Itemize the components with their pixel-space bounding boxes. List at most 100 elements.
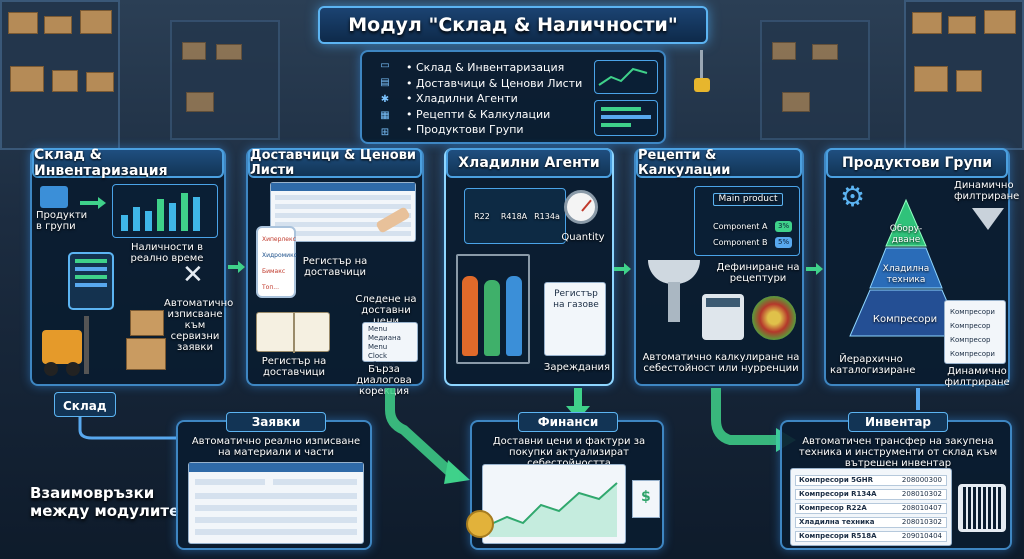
arrow-icon: [806, 263, 823, 275]
barcode-scanner-icon: [958, 484, 1006, 532]
menu-option[interactable]: Menu: [368, 343, 388, 351]
menu-option[interactable]: Menu: [368, 325, 388, 333]
menu-list: • Склад & Инвентаризация • Доставчици & …: [406, 60, 582, 138]
cylinder-icon: [462, 276, 478, 356]
gas-register-label: Регистър на газове: [553, 289, 599, 310]
panel-recepti: Рецепти & Калкулации Main product Compon…: [634, 148, 804, 386]
menu-item-hladilni[interactable]: • Хладилни Агенти: [406, 92, 518, 105]
charging-label: Зареждания: [543, 362, 611, 373]
panel-dostavchici-title: Доставчици & Ценови Листи: [248, 148, 422, 178]
vendor-chip: Хиперлекс: [262, 236, 296, 243]
menu-option[interactable]: Медиана: [368, 334, 401, 342]
menu-icon-column: ▭ ▤ ✱ ▦ ⊞: [370, 60, 400, 138]
vendor-chip: Топ...: [262, 284, 279, 291]
menu-item-produktovi[interactable]: • Продуктови Групи: [406, 123, 524, 136]
panel-sklad: Склад & Инвентаризация Продукти в групи …: [30, 147, 233, 386]
invoice-icon: $: [632, 480, 660, 518]
stock-label: Наличности в реално време: [130, 242, 204, 264]
folder-icon: ▭: [380, 60, 390, 71]
forklift-icon: [36, 316, 106, 378]
arrow-icon: [228, 261, 245, 273]
menu-bars: [594, 100, 658, 136]
title-text: Модул "Склад & Наличности": [348, 14, 678, 36]
panel-dostavchici: Доставчици & Ценови Листи Хиперлекс Хидр…: [246, 148, 424, 397]
price-tracking-label: Следене на доставни цени: [355, 294, 417, 327]
folder-icon: [40, 186, 68, 208]
funnel-icon: [648, 260, 700, 330]
hier-label: Йерархично каталогизиране: [830, 354, 916, 376]
panel-hladilni: Хладилни Агенти R22 R418A R134a Quantity…: [444, 148, 614, 386]
pyramid-mid: [869, 247, 943, 289]
zayavki-form: [188, 462, 364, 544]
panel-produktovi: Продуктови Групи ⚙ Динамично филтриране …: [824, 148, 1020, 388]
quick-correction-label: Бърза диалогова корекция: [356, 364, 412, 397]
products-label: Продукти в групи: [36, 210, 88, 232]
gas-monitor: R22 R418A R134a: [464, 188, 566, 244]
inventar-box: Инвентар Автоматичен трансфер на закупен…: [780, 412, 1012, 550]
book-icon: [256, 312, 330, 353]
dynamic-filter-label: Динамично филтриране: [954, 180, 1020, 202]
finansi-chart: [482, 464, 626, 544]
boxes-icon: [126, 310, 170, 376]
auto-calc-label: Автоматично калкулиране на себестойност …: [642, 352, 800, 374]
menu-line-chart: [594, 60, 658, 94]
level-label: Компресори: [872, 314, 938, 325]
group-list-item[interactable]: Компресори: [950, 308, 995, 316]
menu-trend-icon: [598, 67, 648, 86]
calculator-icon: ▦: [380, 110, 390, 122]
level-label: Обору-дване: [889, 224, 923, 245]
main-product-label: Main product: [713, 193, 783, 206]
gas-label: R22: [474, 212, 490, 221]
component-b-label: Component B: [713, 238, 768, 247]
level-label: Хладилна техника: [882, 264, 930, 285]
tablet-icon: [68, 252, 114, 310]
finance-chart-icon: [488, 482, 618, 537]
group-list-item[interactable]: Компресори: [950, 350, 995, 358]
pyramid: [849, 198, 963, 337]
inventar-tab: Инвентар: [848, 412, 948, 432]
register-label: Регистър на доставчици: [302, 256, 368, 278]
shelf-mid-left: [170, 20, 280, 140]
component-b-pct: 5%: [775, 237, 793, 248]
dynamic-filter2-label: Динамично филтриране: [944, 366, 1010, 388]
shelf-left: [0, 0, 120, 150]
inventar-title: Инвентар: [865, 415, 931, 429]
zayavki-box: Заявки Автоматично реално изписване на м…: [176, 412, 372, 550]
stock-bar-chart-icon: [121, 193, 200, 231]
panel-produktovi-title: Продуктови Групи: [826, 148, 1008, 178]
module-menu: ▭ ▤ ✱ ▦ ⊞ • Склад & Инвентаризация • Дос…: [360, 50, 666, 144]
menu-item-dostavchici[interactable]: • Доставчици & Ценови Листи: [406, 76, 583, 90]
recipe-tree: Main product Component A 3% Component B …: [694, 186, 800, 256]
group-list-item[interactable]: Компресор: [950, 336, 991, 344]
finansi-tab: Финанси: [518, 412, 618, 432]
menu-option[interactable]: Clock обмяна: [368, 352, 395, 369]
crane-hook-icon: [690, 50, 714, 100]
shelf-mid-right: [760, 20, 870, 140]
group-list: Компресори Компресор Компресор Компресор…: [944, 300, 1006, 364]
gas-register-doc: Регистър на газове: [544, 282, 606, 356]
phone-vendors: Хиперлекс Хидромикс Бимакс Топ...: [256, 226, 297, 298]
register2-label: Регистър на доставчици: [261, 356, 327, 378]
panel-hladilni-title: Хладилни Агенти: [446, 148, 612, 178]
gas-rack: [456, 254, 530, 364]
panel-sklad-title: Склад & Инвентаризация: [32, 147, 224, 179]
truck-icon: ▤: [380, 76, 390, 88]
menu-item-recepti[interactable]: • Рецепти & Калкулации: [406, 107, 551, 121]
cylinder-icon: [506, 276, 522, 356]
sklad-flow-label: Склад: [63, 399, 107, 413]
group-list-item[interactable]: Компресор: [950, 322, 991, 330]
shelf-right: [904, 0, 1024, 150]
zayavki-title: Заявки: [251, 415, 301, 429]
snowflake-icon: ✱: [380, 93, 390, 105]
component-a-pct: 3%: [775, 221, 793, 232]
menu-item-sklad[interactable]: • Склад & Инвентаризация: [406, 61, 565, 74]
finansi-title: Финанси: [537, 415, 599, 429]
quantity-label: Quantity: [561, 232, 605, 243]
gas-label: R418A: [500, 212, 528, 221]
